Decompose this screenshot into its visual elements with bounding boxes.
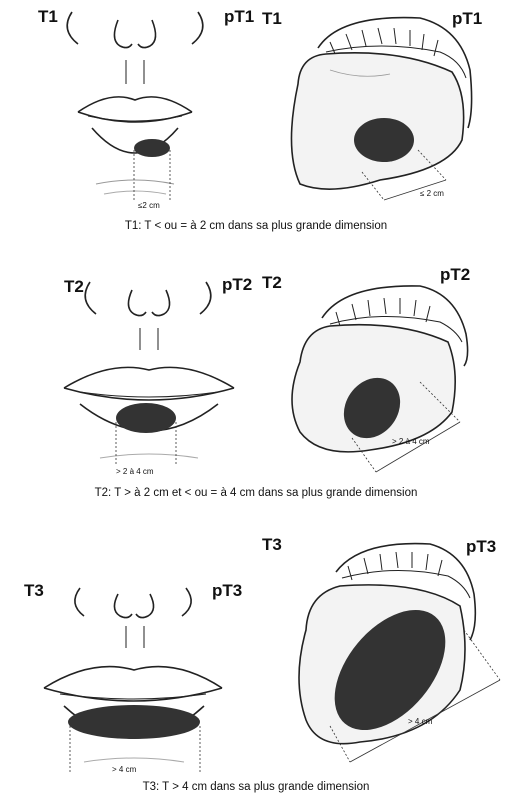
lip-drawing bbox=[67, 12, 203, 194]
tongue-drawing bbox=[291, 18, 471, 190]
tongue-measure-label: ≤ 2 cm bbox=[420, 190, 444, 198]
lip-path-stage-label: pT1 bbox=[224, 8, 254, 25]
lip-measure-label: > 4 cm bbox=[112, 766, 136, 774]
tongue-measure-label: > 4 cm bbox=[408, 718, 432, 726]
tongue-measure-label: > 2 à 4 cm bbox=[392, 438, 430, 446]
lip-tumor bbox=[116, 403, 176, 433]
lip-measure-lines bbox=[134, 150, 170, 200]
lip-stage-label: T1 bbox=[38, 8, 58, 25]
tongue-tumor bbox=[354, 118, 414, 162]
stage-t2-panel: T2 pT2 T2 pT2 > 2 à 4 cm > 2 à 4 cm T2: … bbox=[0, 262, 512, 530]
lip-stage-label: T3 bbox=[24, 582, 44, 599]
stage-t3-illustration bbox=[0, 530, 512, 801]
lip-path-stage-label: pT3 bbox=[212, 582, 242, 599]
lip-stage-label: T2 bbox=[64, 278, 84, 295]
tongue-stage-label: T3 bbox=[262, 536, 282, 553]
tongue-stage-label: T1 bbox=[262, 10, 282, 27]
lip-tumor bbox=[134, 139, 170, 157]
lip-tumor bbox=[68, 705, 200, 739]
lip-measure-label: ≤2 cm bbox=[138, 202, 160, 210]
stage-caption: T3: T > 4 cm dans sa plus grande dimensi… bbox=[0, 781, 512, 793]
tongue-stage-label: T2 bbox=[262, 274, 282, 291]
tongue-path-stage-label: pT1 bbox=[452, 10, 482, 27]
stage-t1-panel: T1 pT1 T1 pT1 ≤2 cm ≤ 2 cm T1: T < ou = … bbox=[0, 0, 512, 260]
stage-t3-panel: T3 pT3 T3 pT3 > 4 cm > 4 cm T3: T > 4 cm… bbox=[0, 530, 512, 801]
tongue-path-stage-label: pT3 bbox=[466, 538, 496, 555]
stage-caption: T1: T < ou = à 2 cm dans sa plus grande … bbox=[0, 220, 512, 232]
lip-path-stage-label: pT2 bbox=[222, 276, 252, 293]
lip-measure-label: > 2 à 4 cm bbox=[116, 468, 154, 476]
stage-caption: T2: T > à 2 cm et < ou = à 4 cm dans sa … bbox=[0, 487, 512, 499]
tongue-path-stage-label: pT2 bbox=[440, 266, 470, 283]
